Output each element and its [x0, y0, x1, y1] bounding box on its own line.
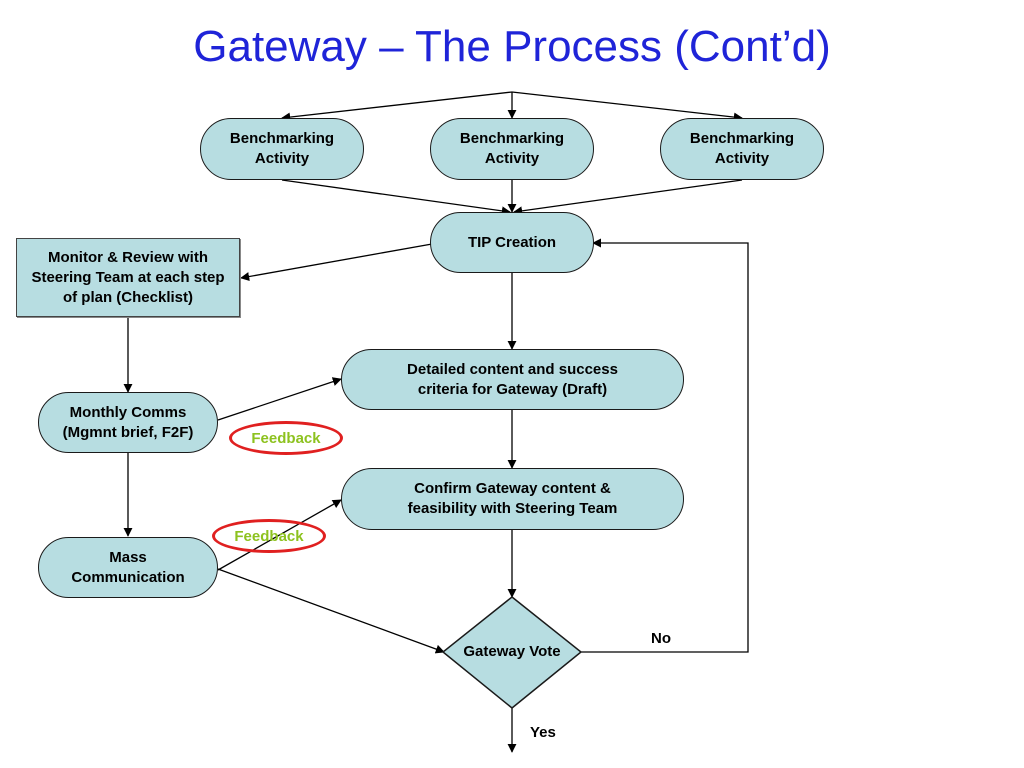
benchmarking-activity-2: Benchmarking Activity [430, 118, 594, 180]
slide-title: Gateway – The Process (Cont’d) [193, 22, 831, 71]
benchmarking-activity-3: Benchmarking Activity [660, 118, 824, 180]
edge-monthly-to-detailed [217, 377, 342, 421]
no-label: No [651, 630, 671, 647]
edge-split-to-bench3 [511, 91, 743, 122]
edge-bench3-to-tip [513, 179, 743, 216]
feedback-oval-1: Feedback [229, 421, 343, 455]
edge-tip-to-monitor [240, 243, 433, 282]
confirm-gateway-content: Confirm Gateway content & feasibility wi… [341, 468, 684, 530]
mass-communication: Mass Communication [38, 537, 218, 598]
edge-bench1-to-tip [281, 179, 511, 216]
feedback-oval-2: Feedback [212, 519, 326, 553]
edge-mass-to-vote [217, 568, 445, 654]
tip-creation: TIP Creation [430, 212, 594, 273]
monitor-review-box: Monitor & Review with Steering Team at e… [16, 238, 240, 317]
edge-vote-no-to-tip [581, 238, 749, 653]
edge-split-to-bench1 [281, 91, 513, 122]
gateway-vote-label: Gateway Vote [463, 643, 561, 660]
gateway-vote-diamond [441, 596, 583, 709]
yes-label: Yes [530, 724, 556, 741]
benchmarking-activity-1: Benchmarking Activity [200, 118, 364, 180]
detailed-content-criteria: Detailed content and success criteria fo… [341, 349, 684, 410]
monthly-comms: Monthly Comms (Mgmnt brief, F2F) [38, 392, 218, 453]
